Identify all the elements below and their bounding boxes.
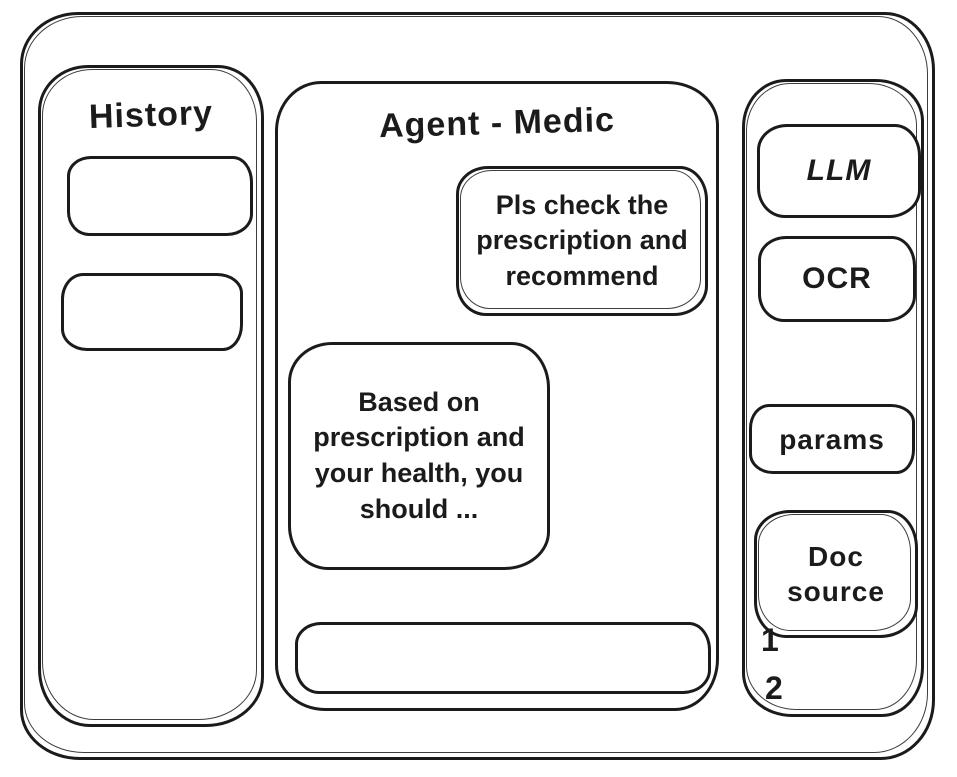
doc-source-button[interactable]: Doc source [754, 510, 918, 638]
user-message-bubble: Pls check the prescription and recommend [456, 166, 708, 316]
chat-panel: Agent - Medic Pls check the prescription… [275, 81, 719, 711]
app-window: History Agent - Medic Pls check the pres… [20, 12, 935, 760]
assistant-message-text: Based on prescription and your health, y… [313, 386, 525, 524]
chat-input[interactable] [295, 622, 711, 694]
history-sidebar: History [38, 65, 264, 727]
params-button[interactable]: params [749, 404, 915, 474]
user-message-text: Pls check the prescription and recommend [476, 189, 688, 291]
history-item-2[interactable] [61, 273, 243, 351]
history-item-1[interactable] [67, 156, 253, 236]
history-title: History [88, 93, 214, 137]
doc-source-item-2[interactable]: 2 [765, 670, 783, 706]
ocr-button[interactable]: OCR [758, 236, 916, 322]
assistant-message-bubble: Based on prescription and your health, y… [288, 342, 550, 570]
tools-sidebar: LLM OCR params Doc source 1 2 [742, 79, 924, 717]
doc-source-item-1[interactable]: 1 [761, 622, 779, 658]
chat-title: Agent - Medic [378, 100, 616, 146]
llm-button[interactable]: LLM [757, 124, 921, 218]
